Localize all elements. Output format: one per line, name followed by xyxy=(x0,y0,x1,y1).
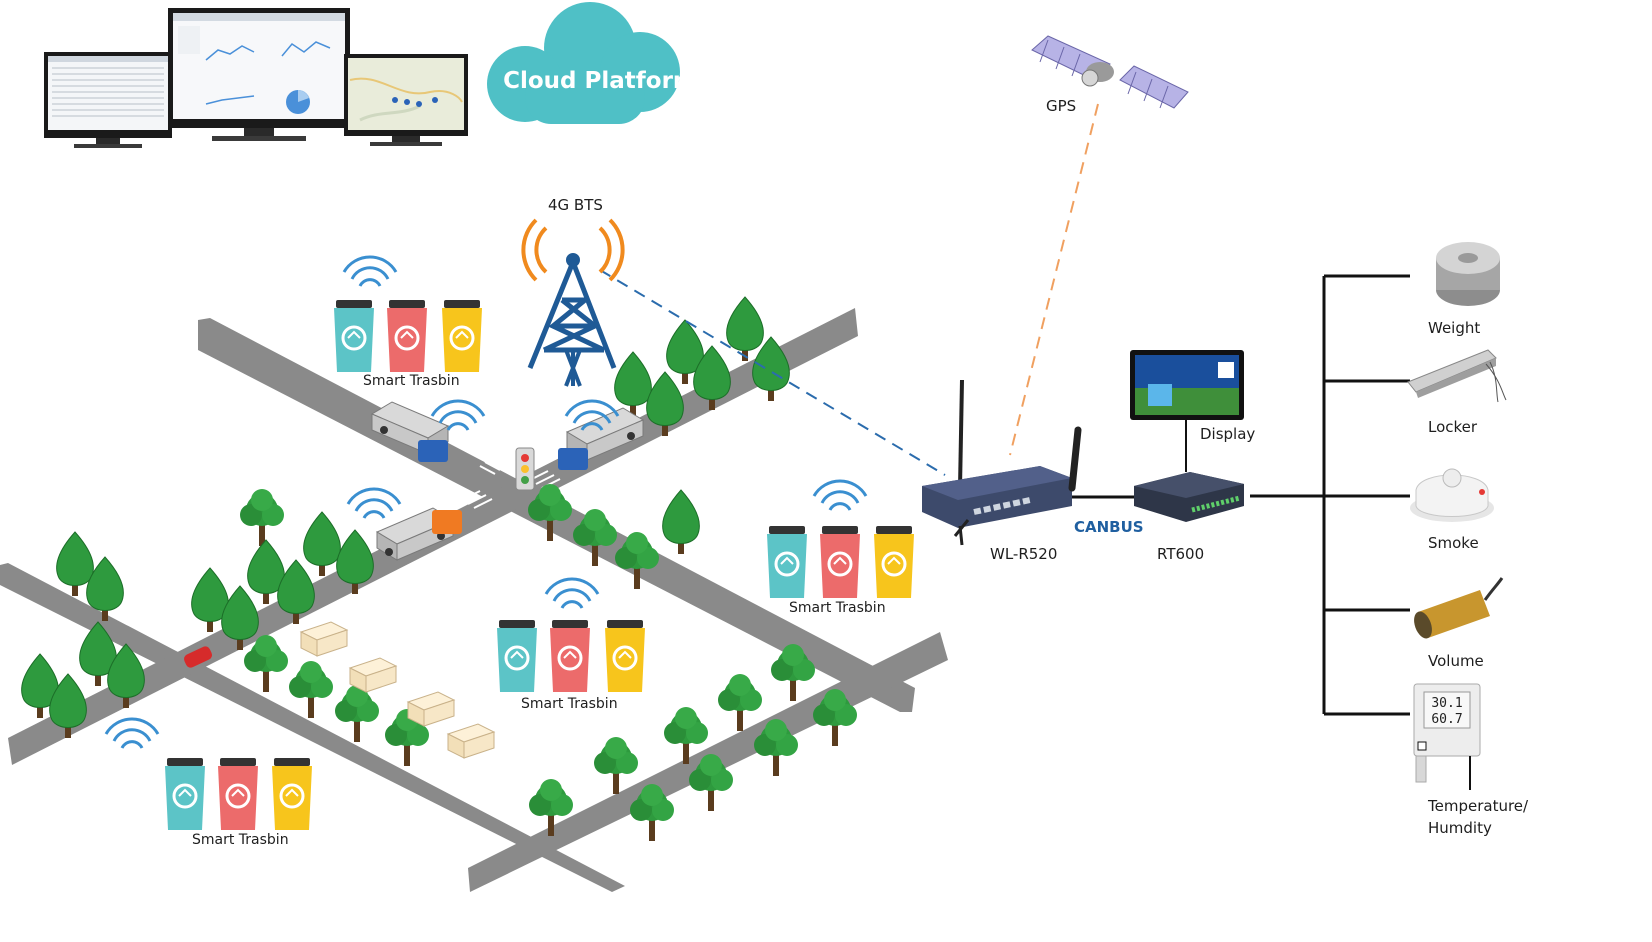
trashbin-group xyxy=(765,524,916,600)
truck-cab xyxy=(558,448,588,470)
wifi-icon xyxy=(104,717,160,750)
volume-sensor-icon xyxy=(1414,577,1504,639)
sensor-label-temperature: Temperature/ xyxy=(1428,797,1529,815)
router-wl-r520 xyxy=(922,379,1082,546)
locker-sensor-icon xyxy=(1407,349,1507,403)
traffic-light xyxy=(515,447,535,491)
trashbin-group xyxy=(163,756,314,832)
gps-satellite xyxy=(1031,35,1189,109)
trashbin-group xyxy=(495,618,647,694)
sensor-label-locker: Locker xyxy=(1428,418,1478,436)
sensor-label-weight: Weight xyxy=(1428,319,1481,337)
trashbin-label: Smart Trasbin xyxy=(363,373,460,389)
trashbin-label: Smart Trasbin xyxy=(521,696,618,712)
bts-label: 4G BTS xyxy=(548,196,603,214)
vehicles xyxy=(183,401,644,668)
sensor-label-smoke: Smoke xyxy=(1428,534,1479,552)
canbus-label: CANBUS xyxy=(1074,518,1144,536)
wifi-icon xyxy=(346,487,402,520)
temperature-humidity-sensor-icon: 30.1 60.7 xyxy=(1413,683,1481,790)
weight-sensor-icon xyxy=(1436,242,1500,306)
controller-rt600 xyxy=(1134,472,1244,522)
readout-line2: 60.7 xyxy=(1431,712,1462,727)
sensor-label-humidity: Humdity xyxy=(1428,819,1492,837)
trashbin-label: Smart Trasbin xyxy=(192,832,289,848)
cloud-platform-shape xyxy=(487,2,680,124)
controller-label: RT600 xyxy=(1157,545,1205,563)
gps-label: GPS xyxy=(1046,97,1077,115)
trashbin-group xyxy=(332,298,484,374)
gps-link xyxy=(1009,103,1099,456)
wifi-icon xyxy=(812,479,868,512)
sensor-label-volume: Volume xyxy=(1428,652,1484,670)
display-screen xyxy=(1130,350,1244,472)
truck-cab xyxy=(418,440,448,462)
truck-cab-orange xyxy=(432,510,462,534)
sensor-bus xyxy=(1250,274,1410,716)
cloud-platform-label: Cloud Platform xyxy=(503,68,697,94)
display-label: Display xyxy=(1200,425,1256,443)
wifi-icon xyxy=(544,577,600,610)
bts-tower xyxy=(521,218,625,387)
wifi-icon xyxy=(342,255,398,288)
car-red xyxy=(183,646,213,668)
monitor-center xyxy=(168,8,350,141)
trashbin-label: Smart Trasbin xyxy=(789,600,886,616)
readout-line1: 30.1 xyxy=(1431,696,1462,711)
monitor-left xyxy=(44,52,172,148)
router-label: WL-R520 xyxy=(990,545,1058,563)
web-dashboard-monitors xyxy=(44,8,468,148)
smoke-sensor-icon xyxy=(1410,468,1494,522)
monitor-right xyxy=(344,54,468,146)
bts-link xyxy=(599,269,946,476)
